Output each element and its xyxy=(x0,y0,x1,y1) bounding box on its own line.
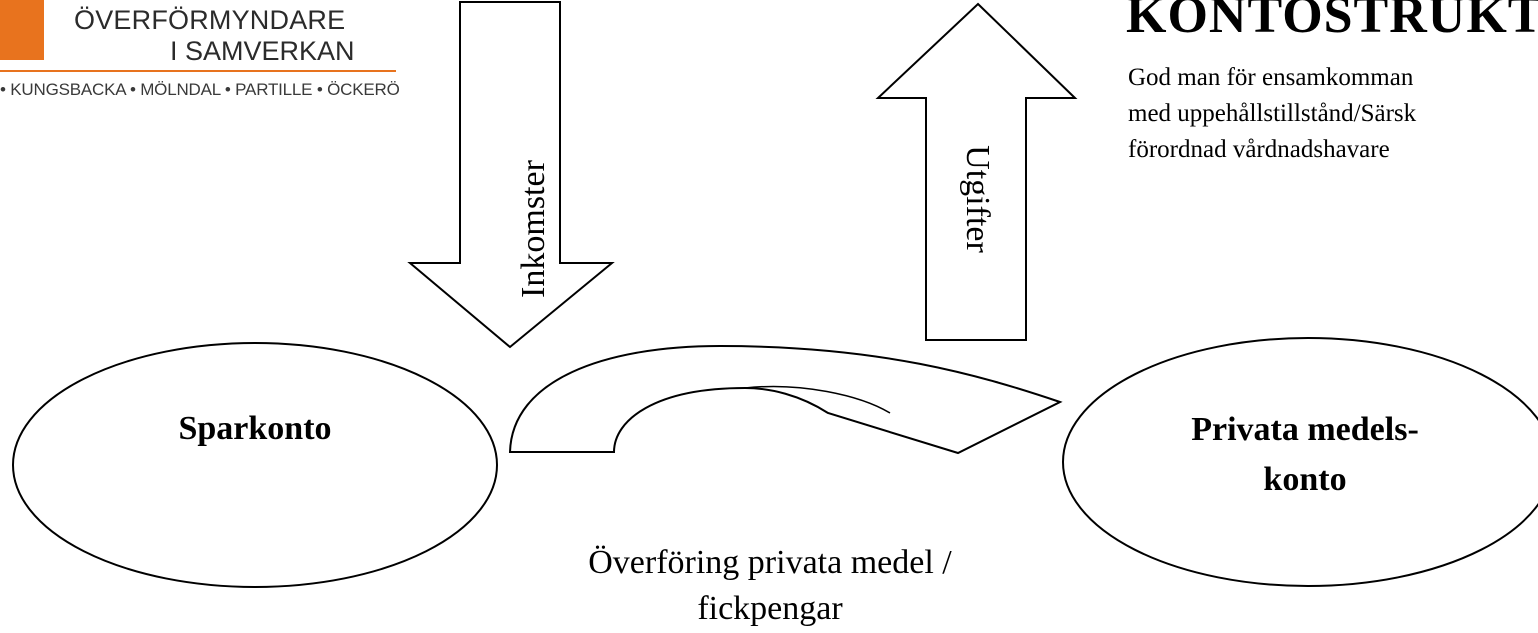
privata-medelskonto-node-shape xyxy=(1062,337,1538,587)
logo-title-line1: ÖVERFÖRMYNDARE xyxy=(74,5,346,35)
logo-divider xyxy=(0,70,396,72)
logo-orange-block xyxy=(0,0,44,60)
utgifter-arrow xyxy=(875,2,1078,341)
utgifter-label: Utgifter xyxy=(959,145,996,253)
inkomster-label: Inkomster xyxy=(515,160,552,298)
logo-municipalities: • KUNGSBACKA • MÖLNDAL • PARTILLE • ÖCKE… xyxy=(0,80,400,99)
sparkonto-node-shape xyxy=(12,342,498,588)
logo-title-line2: I SAMVERKAN xyxy=(170,36,355,66)
transfer-arrow-inner-curve xyxy=(744,385,891,414)
transfer-label: Överföring privata medel / fickpengar xyxy=(588,544,952,627)
organization-logo: ÖVERFÖRMYNDARE I SAMVERKAN • KUNGSBACKA … xyxy=(0,0,400,120)
privata-medelskonto-label: Privata medels- konto xyxy=(1191,411,1419,498)
page-heading: KONTOSTRUKT xyxy=(1126,0,1538,44)
inkomster-arrow xyxy=(407,1,615,349)
transfer-arrow xyxy=(508,344,1063,455)
sparkonto-label: Sparkonto xyxy=(178,410,332,447)
page-description: God man för ensamkomman med uppehållstil… xyxy=(1128,64,1417,163)
